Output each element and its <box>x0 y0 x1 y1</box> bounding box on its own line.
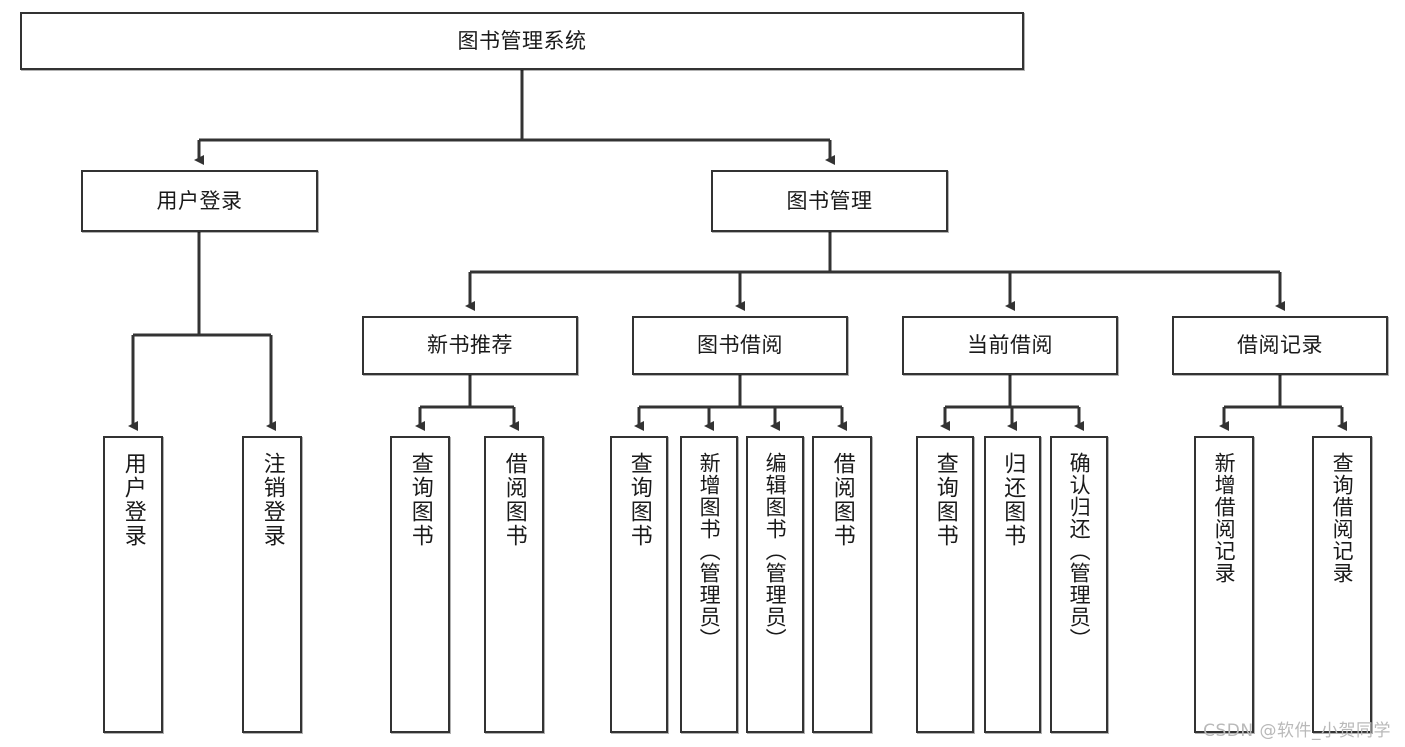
node-current-borrow-label: 当前借阅 <box>967 333 1053 358</box>
node-leaf-borrow-book-1-label: 借阅图书 <box>501 452 527 548</box>
node-leaf-borrow-book-1[interactable]: 借阅图书 <box>484 436 544 733</box>
node-user-login-label: 用户登录 <box>156 188 243 213</box>
node-leaf-query-borrow-record[interactable]: 查询借阅记录 <box>1312 436 1372 733</box>
node-book-borrow-label: 图书借阅 <box>697 333 783 358</box>
node-leaf-add-borrow-record-label: 新增借阅记录 <box>1212 452 1237 584</box>
node-leaf-logout-login-label: 注销登录 <box>259 452 285 548</box>
node-leaf-borrow-book-2-label: 借阅图书 <box>829 452 855 548</box>
node-leaf-add-book[interactable]: 新增图书（管理员） <box>680 436 738 733</box>
node-leaf-confirm-return-label: 确认归还（管理员） <box>1067 452 1092 650</box>
node-leaf-query-book-3[interactable]: 查询图书 <box>916 436 974 733</box>
node-leaf-return-book[interactable]: 归还图书 <box>984 436 1041 733</box>
node-new-book-recommend[interactable]: 新书推荐 <box>362 316 578 375</box>
node-book-borrow[interactable]: 图书借阅 <box>632 316 848 375</box>
node-leaf-edit-book-label: 编辑图书（管理员） <box>763 452 788 650</box>
node-leaf-confirm-return[interactable]: 确认归还（管理员） <box>1050 436 1108 733</box>
node-user-login[interactable]: 用户登录 <box>81 170 318 232</box>
node-leaf-return-book-label: 归还图书 <box>1000 452 1026 548</box>
node-leaf-user-login[interactable]: 用户登录 <box>103 436 163 733</box>
node-leaf-query-borrow-record-label: 查询借阅记录 <box>1330 452 1355 584</box>
node-leaf-logout-login[interactable]: 注销登录 <box>242 436 302 733</box>
node-leaf-borrow-book-2[interactable]: 借阅图书 <box>812 436 872 733</box>
node-leaf-add-book-label: 新增图书（管理员） <box>697 452 722 650</box>
node-leaf-edit-book[interactable]: 编辑图书（管理员） <box>746 436 804 733</box>
node-leaf-query-book-2[interactable]: 查询图书 <box>610 436 668 733</box>
node-borrow-record[interactable]: 借阅记录 <box>1172 316 1388 375</box>
node-leaf-query-book-1-label: 查询图书 <box>407 452 433 548</box>
node-current-borrow[interactable]: 当前借阅 <box>902 316 1118 375</box>
node-borrow-record-label: 借阅记录 <box>1237 333 1323 358</box>
node-root[interactable]: 图书管理系统 <box>20 12 1024 70</box>
node-leaf-add-borrow-record[interactable]: 新增借阅记录 <box>1194 436 1254 733</box>
node-new-book-recommend-label: 新书推荐 <box>427 333 513 358</box>
node-book-management-label: 图书管理 <box>786 188 873 213</box>
node-leaf-user-login-label: 用户登录 <box>120 452 146 548</box>
node-book-management[interactable]: 图书管理 <box>711 170 948 232</box>
node-leaf-query-book-2-label: 查询图书 <box>626 452 652 548</box>
node-root-label: 图书管理系统 <box>457 28 587 53</box>
node-leaf-query-book-3-label: 查询图书 <box>932 452 958 548</box>
node-leaf-query-book-1[interactable]: 查询图书 <box>390 436 450 733</box>
